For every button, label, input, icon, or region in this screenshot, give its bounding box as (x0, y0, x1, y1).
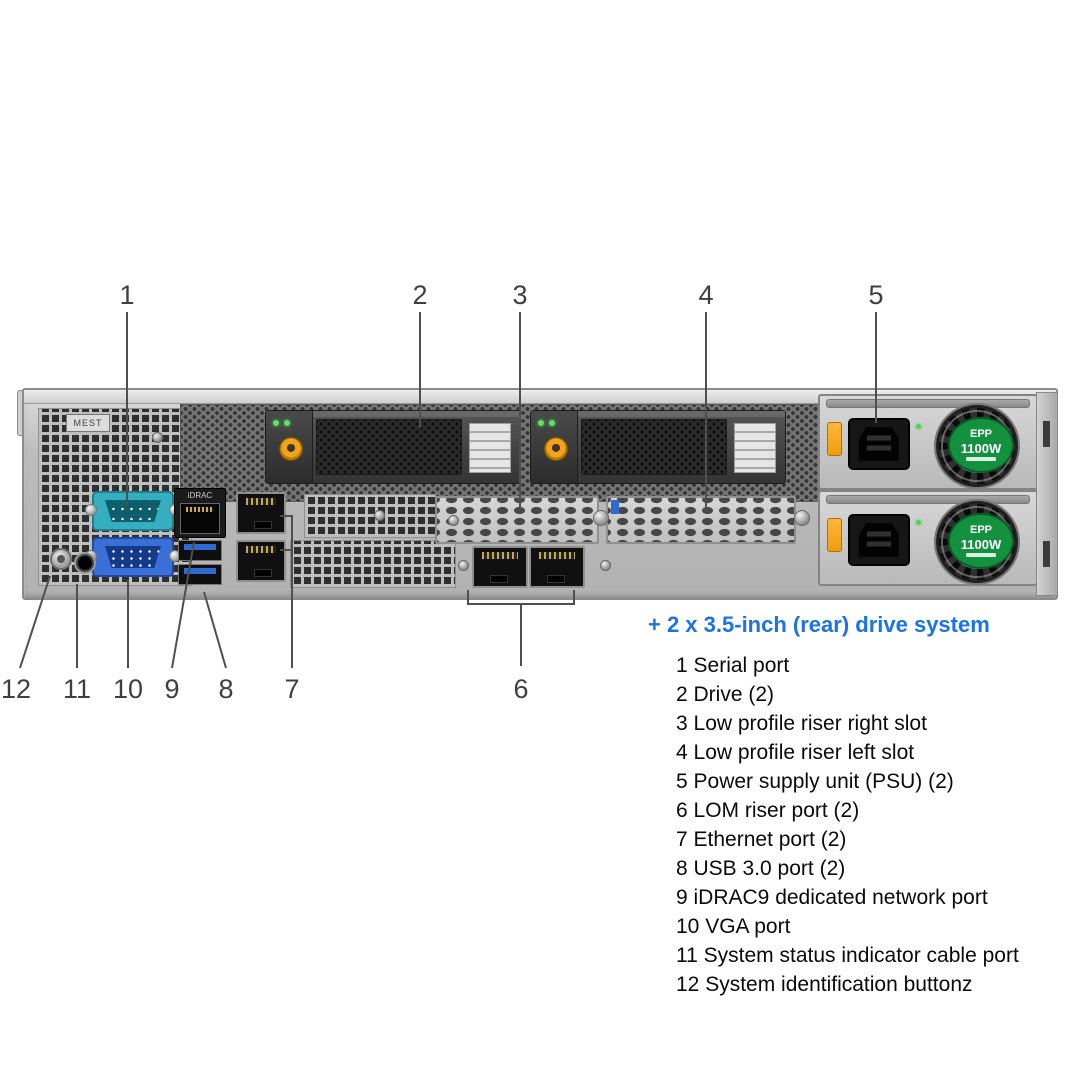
connector-nut (85, 504, 97, 516)
serial-port (85, 491, 181, 531)
vga-port (85, 537, 181, 577)
serial-connector-well (105, 500, 161, 522)
drive-activity-led (273, 420, 279, 426)
legend-item-12: 12 System identification buttonz (676, 973, 973, 996)
ethernet-port-1 (236, 492, 286, 534)
psu-1: EPP 1100W (818, 394, 1038, 490)
idrac-network-port: iDRAC (174, 488, 226, 538)
riser-slot-left (606, 496, 796, 544)
drive-release-button (544, 437, 568, 461)
riser-blue-tab (611, 500, 619, 514)
callout-6: 6 (513, 674, 529, 704)
usb-port-2 (178, 564, 222, 585)
usb-ports (174, 540, 224, 586)
thumbscrew (794, 510, 810, 526)
legend: + 2 x 3.5-inch (rear) drive system 1 Ser… (648, 612, 1063, 999)
drive-carrier-2 (530, 410, 786, 484)
legend-item-1: 1 Serial port (676, 654, 790, 677)
legend-item-11: 11 System status indicator cable port (676, 944, 1019, 967)
psu-label: EPP 1100W (948, 417, 1014, 473)
legend-item-4: 4 Low profile riser left slot (676, 741, 915, 764)
psu-label-brand: EPP (969, 524, 992, 536)
callout-4: 4 (698, 280, 714, 310)
screw (600, 560, 611, 571)
system-id-button (50, 548, 72, 570)
vent-grid-middle-top (304, 494, 436, 538)
legend-title: + 2 x 3.5-inch (rear) drive system (648, 612, 990, 637)
legend-item-2: 2 Drive (2) (676, 683, 775, 706)
psu-status-led (916, 520, 921, 525)
psu-label-fineprint (966, 457, 996, 461)
drive-release-button (279, 437, 303, 461)
chassis-top-rail (24, 390, 1056, 404)
riser-slot-right (435, 496, 599, 544)
legend-item-6: 6 LOM riser port (2) (676, 799, 860, 822)
vga-connector-well (105, 546, 161, 568)
power-inlet (848, 514, 910, 566)
psu-label: EPP 1100W (948, 513, 1014, 569)
psu-label-brand: EPP (969, 428, 992, 440)
drive-activity-led (538, 420, 544, 426)
status-indicator-cable-port (76, 554, 94, 572)
usb-port-1 (178, 540, 222, 561)
drive-label (469, 423, 511, 473)
callout-12: 12 (0, 674, 32, 704)
legend-item-10: 10 VGA port (676, 915, 791, 938)
vent-grid-middle-bottom (290, 540, 456, 588)
callout-9: 9 (164, 674, 180, 704)
power-inlet (848, 418, 910, 470)
callout-10: 10 (112, 674, 144, 704)
psu-label-fineprint (966, 553, 996, 557)
lom-port-2 (529, 546, 585, 588)
drive-status-led (284, 420, 290, 426)
legend-item-9: 9 iDRAC9 dedicated network port (676, 886, 988, 909)
callout-2: 2 (412, 280, 428, 310)
legend-item-7: 7 Ethernet port (2) (676, 828, 847, 851)
psu-2: EPP 1100W (818, 490, 1038, 586)
screw (374, 510, 385, 521)
legend-item-3: 3 Low profile riser right slot (676, 712, 927, 735)
callout-3: 3 (512, 280, 528, 310)
screw (458, 560, 469, 571)
drive-vent-mesh (316, 419, 462, 475)
psu-status-led (916, 424, 921, 429)
drive-status-led (549, 420, 555, 426)
drive-vent-mesh (581, 419, 727, 475)
server-rear-view: MEST (17, 388, 1058, 600)
psu-release-latch (827, 422, 842, 456)
psu-release-latch (827, 518, 842, 552)
drive-label (734, 423, 776, 473)
drive-latch (531, 411, 578, 483)
legend-item-8: 8 USB 3.0 port (2) (676, 857, 846, 880)
psu-label-watt: 1100W (960, 537, 1002, 552)
callout-1: 1 (119, 280, 135, 310)
idrac-label: iDRAC (187, 491, 213, 500)
lom-port-1 (472, 546, 528, 588)
screw (152, 432, 163, 443)
drive-latch (266, 411, 313, 483)
legend-item-5: 5 Power supply unit (PSU) (2) (676, 770, 954, 793)
service-tag: MEST (66, 414, 110, 432)
psu-handle (826, 495, 1030, 504)
callout-8: 8 (218, 674, 234, 704)
psu-handle (826, 399, 1030, 408)
right-rail (1036, 392, 1058, 596)
callout-5: 5 (868, 280, 884, 310)
ethernet-port-2 (236, 540, 286, 582)
callout-7: 7 (284, 674, 300, 704)
callout-11: 11 (62, 674, 92, 704)
screw (448, 515, 459, 526)
drive-carrier-1 (265, 410, 521, 484)
thumbscrew (593, 510, 609, 526)
psu-label-watt: 1100W (960, 441, 1002, 456)
idrac-rj45 (180, 503, 220, 534)
